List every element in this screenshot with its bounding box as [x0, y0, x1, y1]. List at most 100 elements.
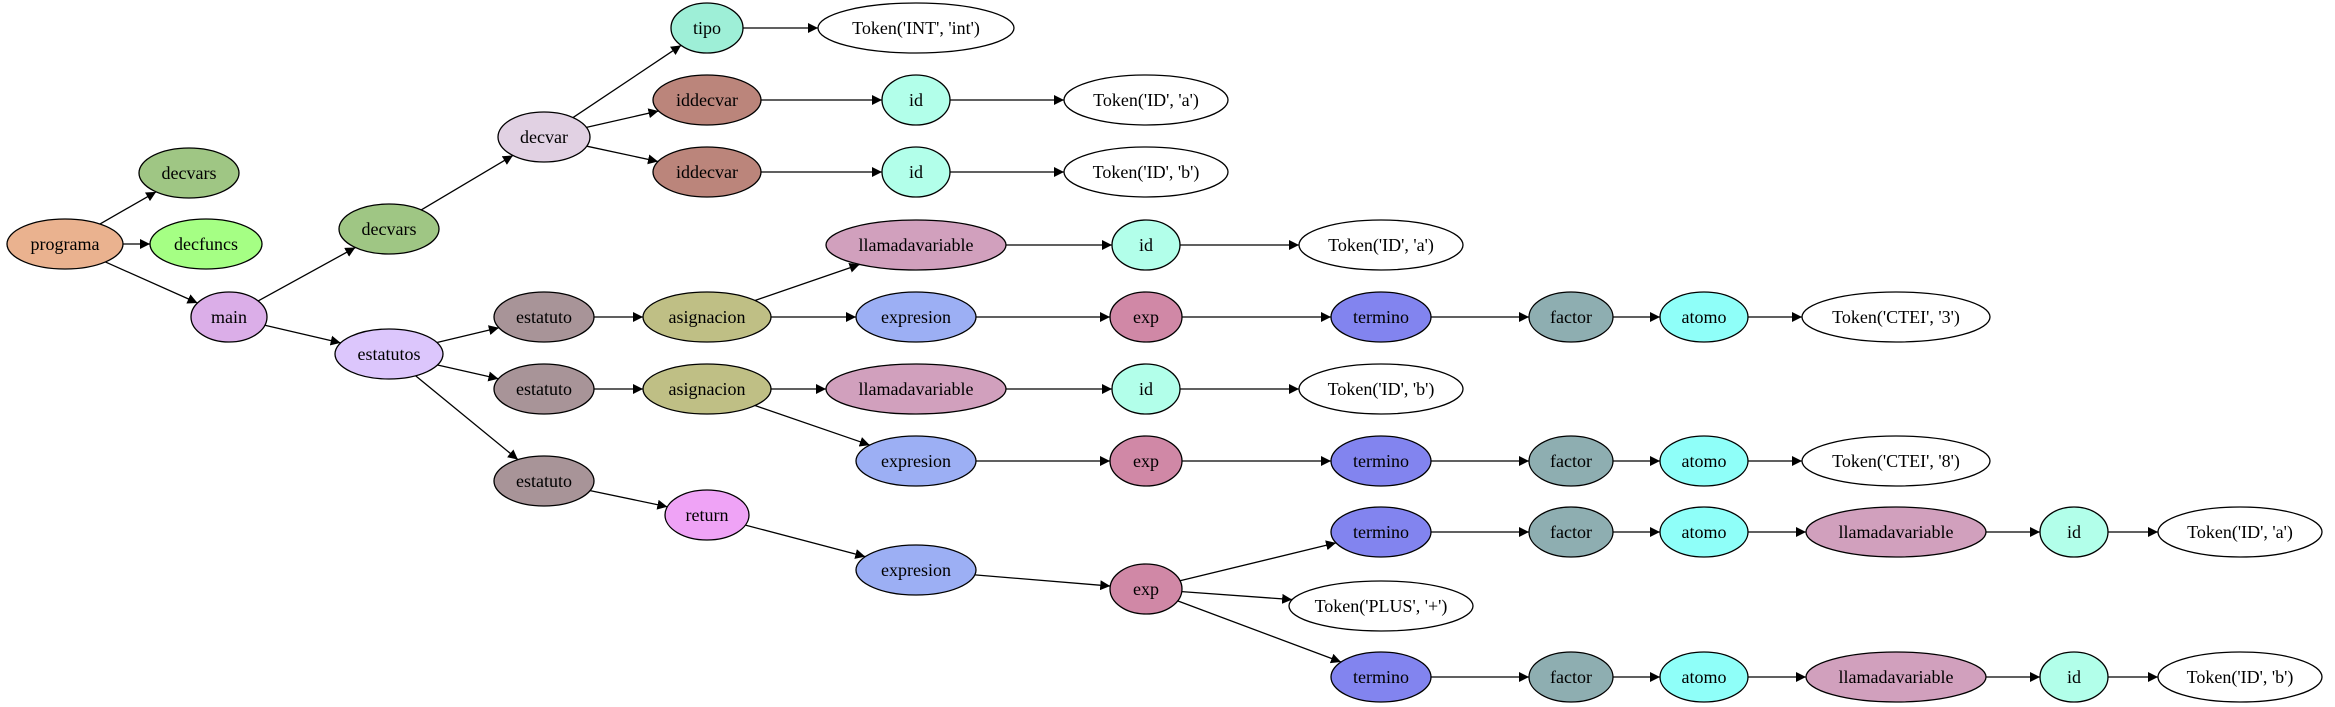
edge-decvar-to-iddecvar2 — [586, 145, 659, 165]
node-label: Token('PLUS', '+') — [1315, 596, 1448, 617]
node-label: Token('ID', 'b') — [1328, 379, 1435, 400]
edge-asig2-to-expr2 — [754, 404, 870, 447]
node-label: llamadavariable — [1839, 667, 1954, 687]
node-id6: id — [2039, 651, 2109, 703]
node-ellipse-programa — [6, 218, 124, 270]
node-ellipse-llamadavariable — [825, 219, 1007, 271]
node-id4: id — [1111, 363, 1181, 415]
node-term1: termino — [1330, 291, 1432, 343]
node-label: Token('ID', 'a') — [2187, 522, 2293, 543]
node-ellipse-estatuto — [493, 291, 595, 343]
node-ellipse-token — [817, 2, 1015, 54]
node-ellipse-atomo — [1659, 506, 1749, 558]
node-label: id — [2067, 522, 2081, 542]
node-label: factor — [1550, 667, 1592, 687]
node-id3: id — [1111, 219, 1181, 271]
node-label: atomo — [1682, 667, 1727, 687]
node-label: atomo — [1682, 522, 1727, 542]
node-ellipse-factor — [1528, 651, 1614, 703]
nodes-layer: programadecvarsdecfuncsmaindecvarsdecvar… — [6, 2, 2323, 703]
node-ellipse-token — [2157, 651, 2323, 703]
node-tipo: tipo — [670, 2, 744, 54]
node-tok_a3: Token('ID', 'a') — [2157, 506, 2323, 558]
node-ellipse-termino — [1330, 291, 1432, 343]
node-exp3: exp — [1109, 563, 1183, 615]
edge-asig1-to-llam1 — [754, 262, 860, 302]
node-label: Token('ID', 'b') — [2187, 667, 2294, 688]
node-ellipse-llamadavariable — [1805, 506, 1987, 558]
node-label: expresion — [881, 451, 951, 471]
node-label: termino — [1353, 451, 1409, 471]
node-llam2: llamadavariable — [825, 363, 1007, 415]
node-label: termino — [1353, 667, 1409, 687]
node-label: termino — [1353, 522, 1409, 542]
node-label: atomo — [1682, 307, 1727, 327]
node-ellipse-llamadavariable — [1805, 651, 1987, 703]
node-ellipse-asignacion — [642, 291, 772, 343]
node-ellipse-token — [1801, 291, 1991, 343]
edge-estatutos-to-estatuto2 — [437, 364, 499, 382]
node-label: return — [686, 505, 729, 525]
node-ellipse-main — [190, 291, 268, 343]
node-ellipse-token — [2157, 506, 2323, 558]
node-ellipse-id — [2039, 651, 2109, 703]
node-label: Token('INT', 'int') — [852, 18, 980, 39]
node-ellipse-factor — [1528, 291, 1614, 343]
node-label: Token('CTEI', '8') — [1832, 451, 1960, 472]
node-ellipse-token — [1288, 580, 1474, 632]
edge-main-to-estatutos — [264, 324, 341, 346]
node-label: id — [909, 162, 923, 182]
node-expr3: expresion — [855, 544, 977, 596]
node-atom4: atomo — [1659, 651, 1749, 703]
node-ellipse-id — [1111, 363, 1181, 415]
node-ellipse-id — [881, 146, 951, 198]
node-label: estatuto — [516, 307, 572, 327]
node-estatuto1: estatuto — [493, 291, 595, 343]
edge-estatutos-to-estatuto3 — [415, 375, 519, 461]
edge-decvars2-to-decvar — [420, 154, 514, 211]
node-ellipse-iddecvar — [652, 74, 762, 126]
node-ellipse-token — [1063, 146, 1229, 198]
node-label: estatuto — [516, 471, 572, 491]
node-label: exp — [1133, 579, 1159, 599]
node-asig2: asignacion — [642, 363, 772, 415]
node-ellipse-expresion — [855, 291, 977, 343]
node-ellipse-decfuncs — [149, 218, 263, 270]
node-fact2: factor — [1528, 435, 1614, 487]
node-id2: id — [881, 146, 951, 198]
node-ellipse-exp — [1109, 435, 1183, 487]
edge-estatutos-to-estatuto1 — [436, 325, 500, 344]
node-ellipse-token — [1298, 219, 1464, 271]
node-label: id — [2067, 667, 2081, 687]
node-label: termino — [1353, 307, 1409, 327]
node-asig1: asignacion — [642, 291, 772, 343]
node-label: Token('ID', 'a') — [1328, 235, 1434, 256]
node-iddecvar2: iddecvar — [652, 146, 762, 198]
node-tok_b3: Token('ID', 'b') — [2157, 651, 2323, 703]
node-ellipse-iddecvar — [652, 146, 762, 198]
node-label: id — [1139, 379, 1153, 399]
node-ellipse-return — [664, 489, 750, 541]
node-ellipse-decvars — [338, 203, 440, 255]
node-ellipse-estatuto — [493, 363, 595, 415]
node-ellipse-estatuto — [493, 455, 595, 507]
node-tok_b2: Token('ID', 'b') — [1298, 363, 1464, 415]
node-ellipse-expresion — [855, 544, 977, 596]
edge-ret-to-expr3 — [745, 524, 866, 559]
node-ellipse-llamadavariable — [825, 363, 1007, 415]
node-label: Token('ID', 'b') — [1093, 162, 1200, 183]
node-label: estatutos — [358, 344, 421, 364]
node-label: asignacion — [669, 307, 746, 327]
node-decvars2: decvars — [338, 203, 440, 255]
edge-estatuto3-to-ret — [590, 489, 668, 510]
node-ellipse-token — [1298, 363, 1464, 415]
node-ellipse-id — [881, 74, 951, 126]
node-tok_plus: Token('PLUS', '+') — [1288, 580, 1474, 632]
node-ellipse-atomo — [1659, 435, 1749, 487]
edge-programa-to-decvars1 — [99, 191, 157, 225]
node-programa: programa — [6, 218, 124, 270]
node-ellipse-tipo — [670, 2, 744, 54]
node-fact3: factor — [1528, 506, 1614, 558]
node-ellipse-id — [2039, 506, 2109, 558]
